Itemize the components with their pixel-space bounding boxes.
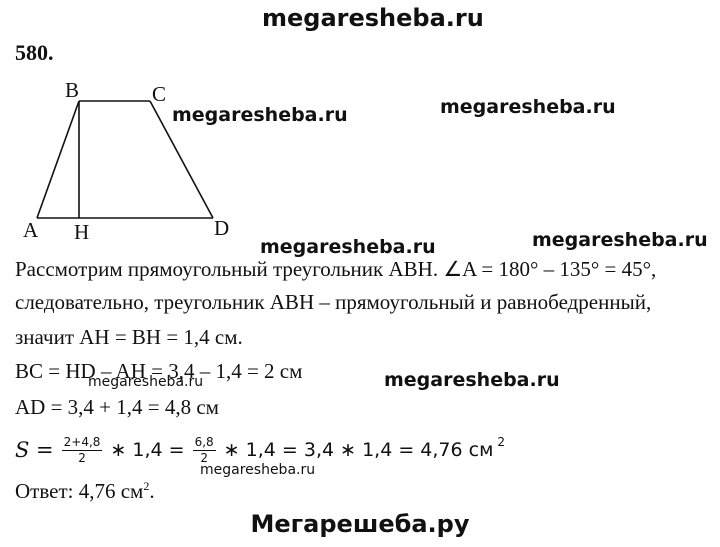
watermark: megaresheba.ru xyxy=(440,96,616,118)
watermark: megaresheba.ru xyxy=(260,236,436,258)
answer-line: Ответ: 4,76 см2. xyxy=(15,473,155,504)
fraction-2: 6,8 2 xyxy=(192,434,216,465)
watermark: megaresheba.ru xyxy=(532,229,708,251)
solution-line-1: Рассмотрим прямоугольный треугольник ABH… xyxy=(15,257,657,281)
formula-part-1: ∗ 1,4 = xyxy=(110,439,185,461)
header-watermark: megaresheba.ru xyxy=(262,4,484,32)
fraction-2-numerator: 6,8 xyxy=(192,434,216,451)
solution-line-4: BC = HD – AH = 3,4 – 1,4 = 2 см xyxy=(15,359,303,383)
formula-exponent: 2 xyxy=(497,435,506,449)
footer-brand: Мегарешеба.ру xyxy=(250,510,470,538)
fraction-1-numerator: 2+4,8 xyxy=(61,434,103,451)
vertex-label-c: C xyxy=(152,82,167,106)
vertex-label-a: A xyxy=(23,218,39,242)
fraction-1-denominator: 2 xyxy=(78,450,86,465)
answer-exponent: 2 xyxy=(143,479,150,493)
answer-text: Ответ: 4,76 см xyxy=(15,479,144,503)
watermark-small: megaresheba.ru xyxy=(88,374,204,390)
watermark: megaresheba.ru xyxy=(172,104,348,126)
vertex-label-d: D xyxy=(214,216,230,240)
watermark: megaresheba.ru xyxy=(384,369,560,391)
trapezoid-side-cd xyxy=(149,100,214,219)
vertex-label-b: B xyxy=(65,78,80,102)
solution-line-2: следовательно, треугольник ABH – прямоуг… xyxy=(15,290,652,314)
vertex-label-h: H xyxy=(74,220,90,244)
formula-part-2: ∗ 1,4 = 3,4 ∗ 1,4 = 4,76 см xyxy=(223,439,494,461)
problem-number: 580. xyxy=(15,40,54,65)
answer-dot: . xyxy=(149,479,155,503)
trapezoid-side-ab xyxy=(36,100,80,219)
area-formula: S = 2+4,8 2 ∗ 1,4 = 6,8 2 ∗ 1,4 = 3,4 ∗ … xyxy=(15,430,505,470)
watermark-small: megaresheba.ru xyxy=(200,462,316,478)
solution-line-3: значит AH = BH = 1,4 см. xyxy=(15,325,243,349)
fraction-2-denominator: 2 xyxy=(200,450,208,465)
solution-line-5: AD = 3,4 + 1,4 = 4,8 см xyxy=(15,395,219,419)
formula-lhs: S = xyxy=(15,438,54,462)
fraction-1: 2+4,8 2 xyxy=(61,434,103,465)
